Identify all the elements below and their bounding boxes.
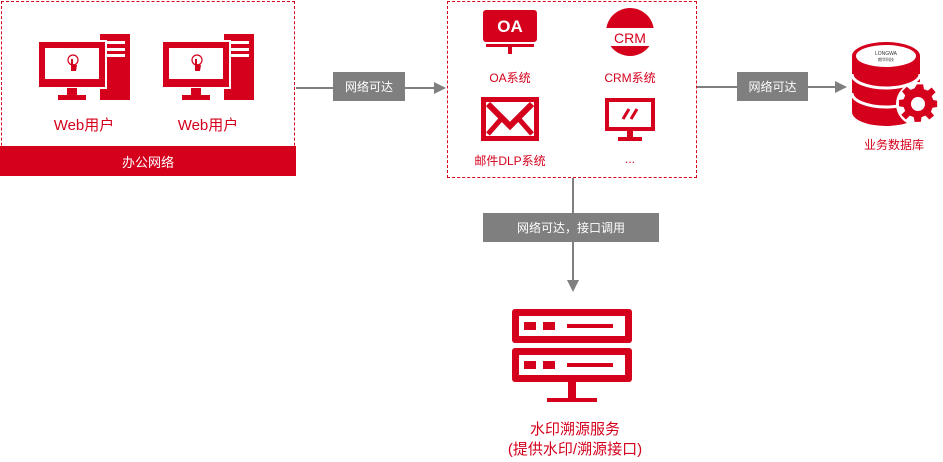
monitor-icon bbox=[605, 98, 655, 141]
business-systems-group bbox=[447, 1, 697, 178]
oa-badge-text: OA bbox=[497, 17, 523, 36]
web-user-computer-icon bbox=[37, 34, 130, 100]
database-label: 业务数据库 bbox=[863, 138, 924, 152]
interface-call-tag: 网络可达，接口调用 bbox=[483, 213, 659, 242]
oa-system-label: OA系统 bbox=[489, 71, 531, 85]
db-logo-text: LONGWA bbox=[875, 51, 898, 57]
network-reachable-tag: 网络可达 bbox=[333, 72, 405, 101]
mail-dlp-icon bbox=[481, 97, 539, 141]
network-reachable-tag: 网络可达 bbox=[737, 72, 808, 101]
server-icon bbox=[512, 309, 632, 402]
watermark-service-title: 水印溯源服务 bbox=[529, 421, 620, 438]
mail-dlp-label: 邮件DLP系统 bbox=[474, 154, 546, 168]
web-user-label: Web用户 bbox=[53, 117, 115, 134]
db-logo-text: 朗华科技 bbox=[878, 56, 894, 62]
more-systems-label: ... bbox=[624, 152, 635, 166]
database-gear-icon: LONGWA 朗华科技 bbox=[850, 42, 940, 126]
watermark-service-subtitle: (提供水印/溯源接口) bbox=[507, 441, 643, 458]
oa-system-icon: OA bbox=[483, 10, 537, 54]
crm-system-label: CRM系统 bbox=[604, 71, 656, 85]
crm-badge-text: CRM bbox=[614, 30, 646, 46]
web-user-label: Web用户 bbox=[177, 117, 239, 134]
web-user-computer-icon bbox=[161, 34, 254, 100]
crm-system-icon: CRM bbox=[605, 8, 655, 56]
office-network-label: 办公网络 bbox=[0, 146, 296, 176]
